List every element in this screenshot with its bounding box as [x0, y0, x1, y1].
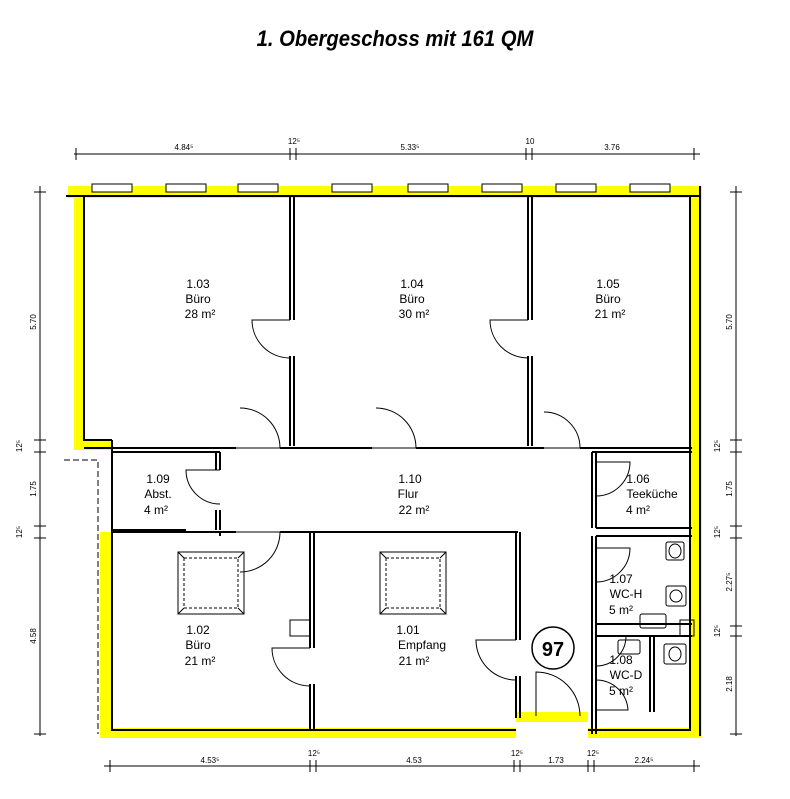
room-labels: 1.03 Büro 28 m² 1.04 Büro 30 m² 1.05 Bür…: [144, 277, 678, 698]
dim-bottom-1: 4.53⁵: [201, 756, 220, 765]
dim-right-3: 1.75: [725, 481, 734, 497]
room-1-09: 1.09 Abst. 4 m²: [144, 472, 172, 517]
skylights: [177, 551, 447, 615]
windows: [91, 183, 671, 193]
dim-top-1: 4.84⁵: [175, 143, 194, 152]
room-1-06: 1.06 Teeküche 4 m²: [626, 472, 678, 517]
room-number: 1.06: [626, 472, 650, 486]
dim-left-5: 4.58: [29, 628, 38, 644]
dim-left-1: 5.70: [29, 314, 38, 330]
room-type: WC-H: [610, 587, 643, 601]
dim-right-7: 2.18: [725, 676, 734, 692]
room-number: 1.08: [609, 653, 633, 667]
room-area: 21 m²: [399, 654, 430, 668]
room-number: 1.04: [400, 277, 424, 291]
room-1-04: 1.04 Büro 30 m²: [399, 277, 430, 321]
room-area: 21 m²: [595, 307, 626, 321]
room-area: 4 m²: [626, 503, 650, 517]
room-area: 5 m²: [609, 684, 633, 698]
room-area: 22 m²: [399, 503, 430, 517]
dim-bottom-6: 12⁵: [587, 749, 599, 758]
room-number: 1.09: [146, 472, 170, 486]
room-area: 30 m²: [399, 307, 430, 321]
room-number: 1.10: [398, 472, 422, 486]
dim-right-2: 12⁵: [713, 440, 722, 452]
room-1-08: 1.08 WC-D 5 m²: [609, 653, 643, 698]
dim-left-4: 12⁵: [15, 526, 24, 538]
dim-top-3: 5.33⁵: [401, 143, 420, 152]
dim-left-3: 1.75: [29, 481, 38, 497]
room-type: Teeküche: [626, 487, 678, 501]
room-area: 28 m²: [185, 307, 216, 321]
dim-right-1: 5.70: [725, 314, 734, 330]
room-number: 1.05: [596, 277, 620, 291]
dim-bottom-2: 12⁵: [308, 749, 320, 758]
room-area: 21 m²: [185, 654, 216, 668]
room-type: Büro: [185, 292, 211, 306]
room-1-03: 1.03 Büro 28 m²: [185, 277, 216, 321]
badge-number: 97: [542, 639, 564, 661]
dim-top-5: 3.76: [604, 143, 620, 152]
room-1-05: 1.05 Büro 21 m²: [595, 277, 626, 321]
room-number: 1.07: [609, 572, 633, 586]
room-number: 1.01: [396, 623, 420, 637]
dim-top-2: 12⁵: [288, 137, 300, 146]
room-type: Abst.: [144, 487, 171, 501]
room-number: 1.02: [186, 623, 210, 637]
dim-bottom-7: 2.24⁵: [635, 756, 654, 765]
room-area: 4 m²: [144, 503, 168, 517]
dimension-labels: 4.84⁵ 12⁵ 5.33⁵ 10 3.76 4.53⁵ 12⁵ 4.53 1…: [15, 137, 734, 765]
dim-right-6: 12⁵: [713, 625, 722, 637]
dim-top-4: 10: [526, 137, 535, 146]
dim-right-5: 2.27⁵: [725, 573, 734, 592]
door-swings: [185, 319, 631, 717]
room-type: Flur: [398, 487, 419, 501]
room-type: Büro: [595, 292, 621, 306]
dim-bottom-3: 4.53: [406, 756, 422, 765]
dimension-lines: [34, 148, 742, 772]
room-type: WC-D: [610, 668, 643, 682]
walls: [66, 186, 701, 736]
room-type: Büro: [185, 638, 211, 652]
dim-left-2: 12⁵: [15, 440, 24, 452]
room-type: Empfang: [398, 638, 446, 652]
room-1-07: 1.07 WC-H 5 m²: [609, 572, 642, 617]
sanitary-fixtures: [289, 541, 695, 665]
room-type: Büro: [399, 292, 425, 306]
room-1-10: 1.10 Flur 22 m²: [398, 472, 430, 517]
construction-lines: [64, 459, 99, 734]
room-1-01: 1.01 Empfang 21 m²: [396, 623, 446, 668]
plan-title: 1. Obergeschoss mit 161 QM: [256, 26, 534, 51]
badge: 97: [531, 626, 575, 670]
dim-right-4: 12⁵: [713, 526, 722, 538]
room-area: 5 m²: [609, 603, 633, 617]
dim-bottom-4: 12⁵: [511, 749, 523, 758]
dim-bottom-5: 1.73: [548, 756, 564, 765]
room-1-02: 1.02 Büro 21 m²: [185, 623, 216, 668]
room-number: 1.03: [186, 277, 210, 291]
